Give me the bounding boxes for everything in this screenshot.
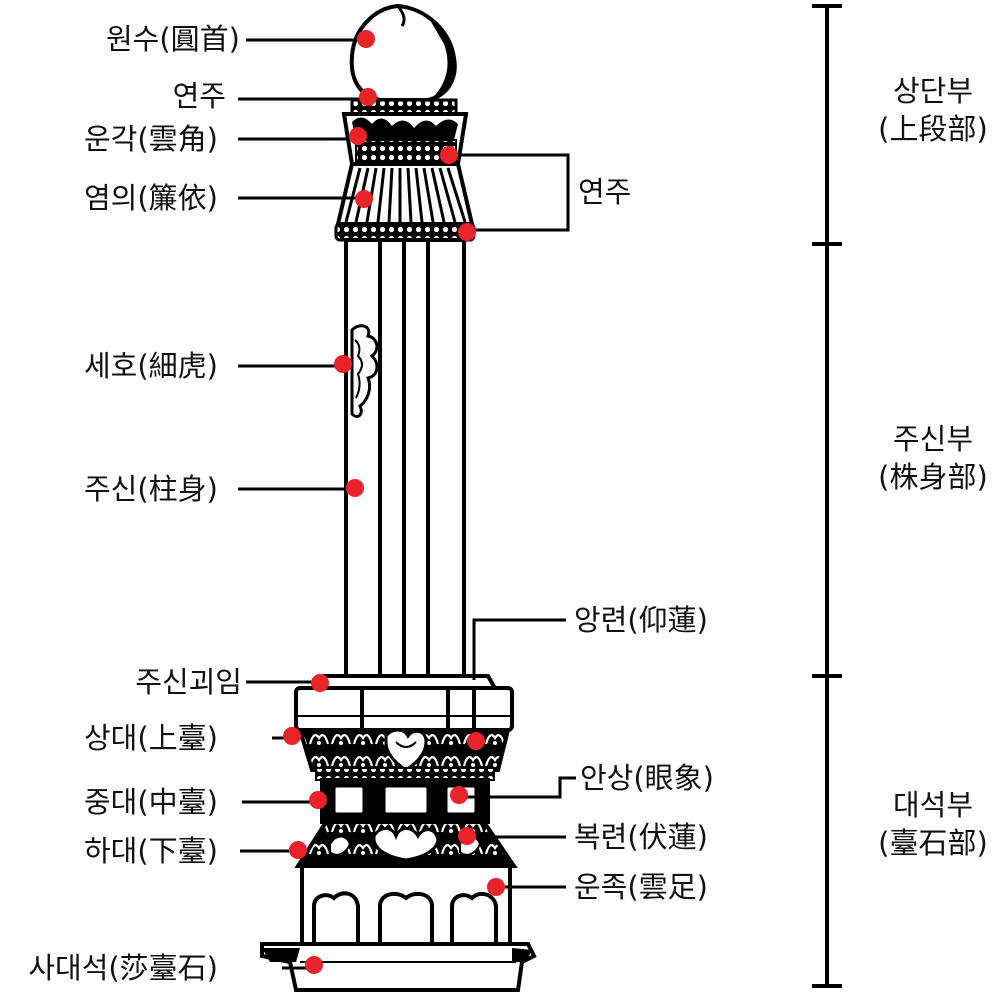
marker-bokryeon	[458, 827, 476, 845]
marker-hadae	[289, 841, 307, 859]
label-seho: 세호(細虎)	[84, 349, 218, 383]
label-bokryeon: 복련(伏蓮)	[574, 820, 708, 854]
bokryeon-lotus	[294, 820, 518, 868]
marker-angryeon	[467, 732, 485, 750]
sangdae-block	[294, 686, 514, 732]
marker-seho	[334, 355, 352, 373]
ansang-window-2	[382, 784, 430, 816]
section-base-hanja: (臺石部)	[878, 826, 988, 860]
section-upper-hanja: (上段部)	[878, 112, 988, 146]
section-base-name: 대석부	[892, 788, 974, 822]
marker-yeomui	[355, 190, 373, 208]
section-bracket	[812, 4, 842, 988]
section-shaft-hanja: (株身部)	[878, 460, 988, 494]
marker-yeonju-bracket-bottom	[458, 223, 476, 241]
leader-lines	[238, 38, 576, 970]
label-yeonju-bracket: 연주	[578, 175, 632, 209]
section-base: 대석부 (臺石部)	[858, 786, 1000, 862]
marker-dots	[283, 30, 505, 974]
marker-wonsu	[357, 30, 375, 48]
marker-jusin	[346, 479, 364, 497]
label-jungdae: 중대(中臺)	[84, 785, 218, 819]
label-angryeon: 앙련(仰蓮)	[574, 603, 708, 637]
label-ungak: 운각(雲角)	[84, 122, 218, 156]
marker-ungak	[349, 127, 367, 145]
angryeon-lotus	[297, 728, 511, 781]
marker-sangdae	[283, 727, 301, 745]
unjok-feet	[300, 864, 512, 946]
marker-yeonju-bracket-top	[440, 146, 458, 164]
lower-bead-ring	[334, 222, 476, 242]
label-unjok: 운족(雲足)	[574, 870, 708, 904]
label-jusin: 주신(柱身)	[84, 472, 218, 506]
marker-sadaeseok	[305, 956, 323, 974]
section-upper: 상단부 (上段部)	[858, 72, 1000, 148]
label-wonsu: 원수(圓首)	[106, 22, 240, 56]
marker-jungdae	[309, 791, 327, 809]
section-shaft: 주신부 (株身部)	[858, 420, 1000, 496]
ungak-cloud-band	[341, 112, 469, 166]
label-sangdae: 상대(上臺)	[84, 721, 218, 755]
marker-jusin-goeim	[311, 674, 329, 692]
marker-unjok	[487, 878, 505, 896]
label-sadaeseok: 사대석(莎臺石)	[28, 951, 218, 985]
ansang-window-1	[332, 784, 366, 816]
marker-yeonju-top	[359, 88, 377, 106]
jusin-shaft	[344, 238, 466, 678]
wonsu-orb	[349, 3, 457, 102]
label-ansang: 안상(眼象)	[580, 761, 714, 795]
label-yeonju-top: 연주	[172, 79, 226, 113]
label-jusin-goeim: 주신괴임	[135, 665, 242, 699]
sadaeseok-slab	[260, 942, 537, 992]
marker-ansang	[450, 786, 468, 804]
label-yeomui: 염의(簾依)	[84, 181, 218, 215]
yeomui-fringe	[335, 162, 475, 226]
label-hadae: 하대(下臺)	[84, 834, 218, 868]
section-shaft-name: 주신부	[892, 422, 974, 456]
section-upper-name: 상단부	[892, 74, 974, 108]
